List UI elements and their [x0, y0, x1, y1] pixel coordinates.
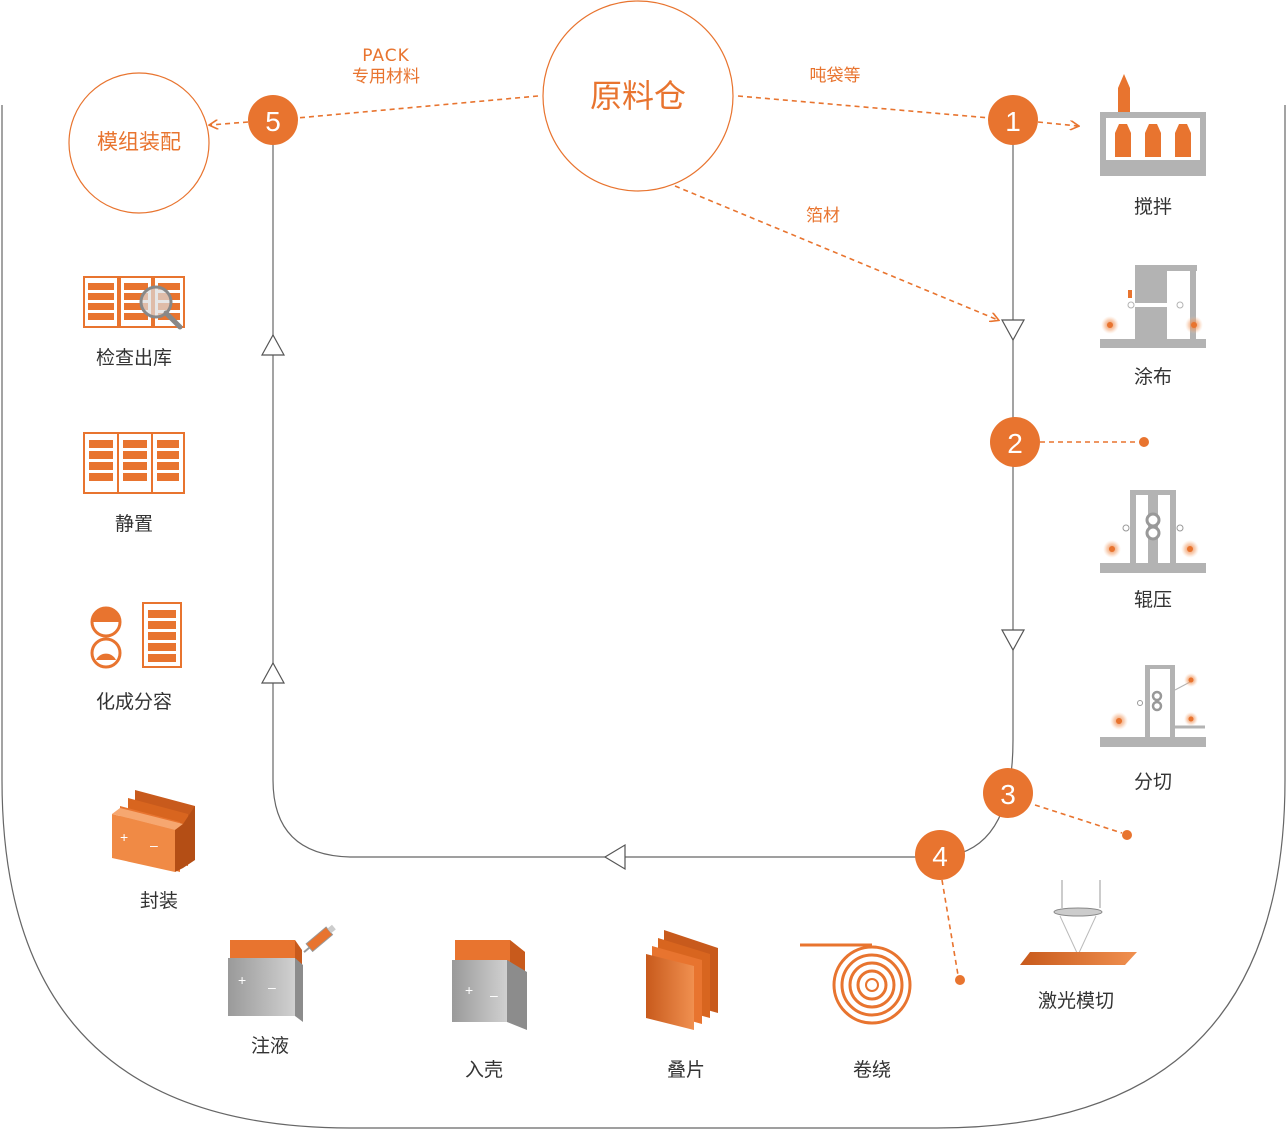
stage-number-3: 3	[983, 768, 1033, 818]
process-label-coating: 涂布	[1133, 366, 1173, 388]
pack-label: PACK 专用材料	[352, 46, 420, 89]
svg-text:3: 3	[1000, 779, 1016, 810]
svg-text:1: 1	[1005, 106, 1021, 137]
stage-number-2: 2	[990, 417, 1040, 467]
flow-arrow-down-2	[1000, 629, 1026, 652]
process-label-laser-cutting: 激光模切	[1037, 990, 1115, 1012]
supply-arrow-pack	[296, 95, 539, 119]
warehouse-circle	[542, 0, 734, 192]
process-label-rolling: 辊压	[1133, 589, 1173, 611]
callout-3	[1034, 804, 1123, 834]
rolling-icon	[1100, 490, 1206, 573]
casing-icon: + –	[452, 940, 527, 1030]
pack-label-line1: PACK	[362, 46, 410, 66]
inspection-icon	[83, 276, 185, 330]
svg-text:4: 4	[932, 841, 948, 872]
callout-4	[941, 879, 959, 976]
process-label-sealing: 封装	[139, 890, 179, 912]
aging-icon	[83, 432, 185, 494]
warehouse-label: 原料仓	[589, 77, 687, 115]
ton-bags-label: 吨袋等	[809, 66, 861, 86]
assembly-circle	[68, 72, 210, 214]
process-label-aging: 静置	[114, 513, 154, 535]
laser-cutting-icon	[1020, 880, 1137, 965]
stage-number-5: 5	[248, 95, 298, 145]
process-label-winding: 卷绕	[852, 1059, 892, 1081]
process-label-inspection: 检查出库	[95, 347, 173, 369]
formation-icon	[90, 602, 182, 669]
svg-text:–: –	[150, 837, 158, 853]
process-label-filling: 注液	[250, 1035, 290, 1057]
svg-text:+: +	[238, 972, 246, 988]
process-label-stacking: 叠片	[666, 1059, 706, 1081]
assembly-label: 模组装配	[97, 130, 181, 154]
flow-arrow-down-1	[1000, 319, 1026, 342]
supply-arrow-assembly	[210, 122, 249, 125]
supply-arrow-mixing	[1037, 122, 1078, 126]
pack-label-line2: 专用材料	[352, 67, 420, 88]
winding-icon	[800, 943, 912, 1025]
filling-icon: + –	[228, 924, 336, 1022]
stage-number-1: 1	[988, 95, 1038, 145]
svg-text:+: +	[465, 982, 473, 998]
flow-arrow-up-2	[260, 333, 286, 356]
process-label-casing: 入壳	[464, 1059, 504, 1081]
svg-text:–: –	[490, 987, 498, 1003]
svg-text:2: 2	[1007, 428, 1023, 459]
flow-path	[272, 120, 1014, 858]
svg-text:5: 5	[265, 106, 281, 137]
svg-text:+: +	[120, 829, 128, 845]
flow-arrow-left	[603, 843, 626, 871]
flow-arrow-up-1	[260, 661, 286, 684]
process-label-formation: 化成分容	[95, 691, 173, 713]
supply-arrow-ton-bags	[737, 95, 991, 119]
outer-frame	[1, 105, 1286, 1129]
svg-text:–: –	[268, 979, 276, 995]
sealing-icon: + –	[112, 790, 195, 872]
process-label-slitting: 分切	[1133, 771, 1173, 793]
process-label-mixing: 搅拌	[1133, 196, 1173, 218]
foil-label: 箔材	[806, 206, 840, 226]
supply-arrow-foil	[674, 185, 998, 320]
mixing-icon	[1100, 74, 1206, 176]
stacking-icon	[646, 930, 718, 1030]
stage-number-4: 4	[915, 830, 965, 880]
slitting-icon	[1100, 665, 1206, 747]
coating-icon	[1100, 265, 1206, 348]
